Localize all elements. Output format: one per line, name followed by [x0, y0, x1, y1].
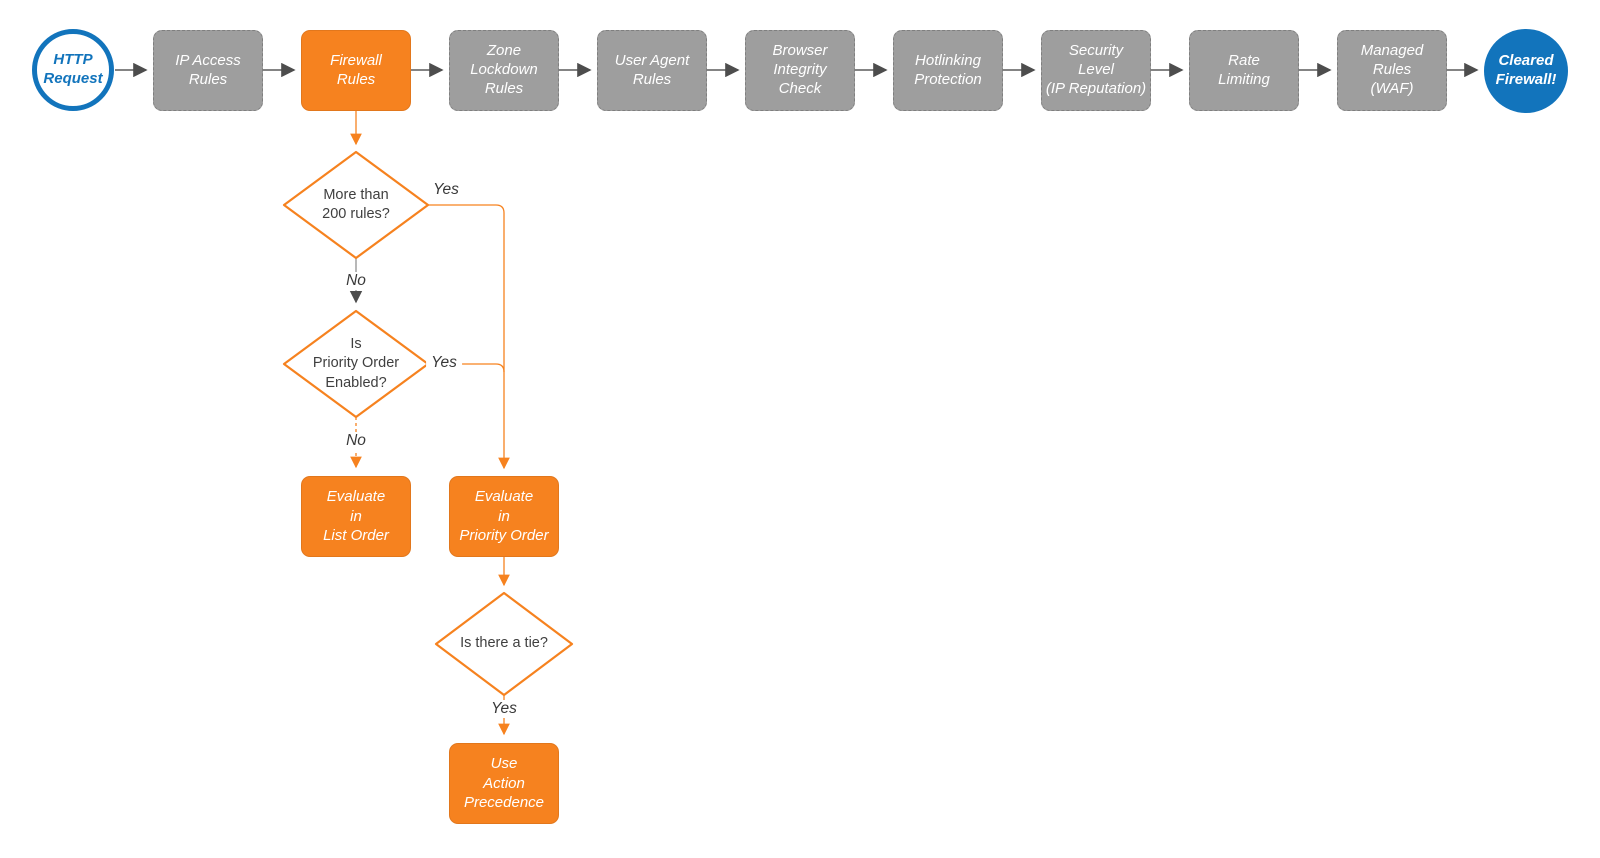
node-use-action-precedence-label: Use Action Precedence [463, 755, 545, 812]
decision-rule-count-shape [282, 150, 430, 260]
edge-label-priority-no: No [341, 432, 371, 450]
node-http-request: HTTP Request [32, 29, 114, 111]
node-ip-access-rules-label: IP Access Rules [175, 51, 241, 88]
edge-label-rule-count-yes: Yes [428, 181, 464, 199]
node-use-action-precedence: Use Action Precedence [449, 743, 559, 824]
node-evaluate-priority-order: Evaluate in Priority Order [449, 476, 559, 557]
node-rate-limiting: Rate Limiting [1189, 30, 1299, 111]
node-rate-limiting-label: Rate Limiting [1218, 51, 1270, 88]
node-evaluate-list-order-label: Evaluate in List Order [323, 488, 389, 545]
node-managed-rules-waf-label: Managed Rules (WAF) [1360, 42, 1424, 97]
node-http-request-label: HTTP Request [43, 51, 103, 87]
node-evaluate-priority-order-label: Evaluate in Priority Order [459, 488, 549, 545]
node-evaluate-list-order: Evaluate in List Order [301, 476, 411, 557]
node-hotlinking-protection-label: Hotlinking Protection [914, 51, 982, 88]
node-security-level: Security Level (IP Reputation) [1041, 30, 1151, 111]
node-zone-lockdown-rules: Zone Lockdown Rules [449, 30, 559, 111]
node-zone-lockdown-rules-label: Zone Lockdown Rules [470, 42, 538, 97]
edge-decision1-yes [428, 204, 510, 470]
edge-decision2-yes [428, 363, 505, 373]
node-cleared-firewall: Cleared Firewall! [1484, 29, 1568, 113]
node-managed-rules-waf: Managed Rules (WAF) [1337, 30, 1447, 111]
node-hotlinking-protection: Hotlinking Protection [893, 30, 1003, 111]
node-browser-integrity-check-label: Browser Integrity Check [772, 42, 828, 97]
node-firewall-rules: Firewall Rules [301, 30, 411, 111]
node-browser-integrity-check: Browser Integrity Check [745, 30, 855, 111]
node-security-level-label: Security Level (IP Reputation) [1045, 42, 1147, 97]
node-cleared-firewall-label: Cleared Firewall! [1495, 52, 1557, 88]
decision-priority-enabled-shape [282, 309, 430, 419]
edge-label-tie-yes: Yes [486, 700, 522, 718]
edge-label-priority-yes: Yes [426, 354, 462, 372]
node-user-agent-rules-label: User Agent Rules [614, 51, 690, 88]
edge-label-rule-count-no: No [341, 272, 371, 290]
node-firewall-rules-label: Firewall Rules [330, 51, 382, 88]
decision-tie-shape [434, 591, 574, 697]
node-user-agent-rules: User Agent Rules [597, 30, 707, 111]
node-ip-access-rules: IP Access Rules [153, 30, 263, 111]
